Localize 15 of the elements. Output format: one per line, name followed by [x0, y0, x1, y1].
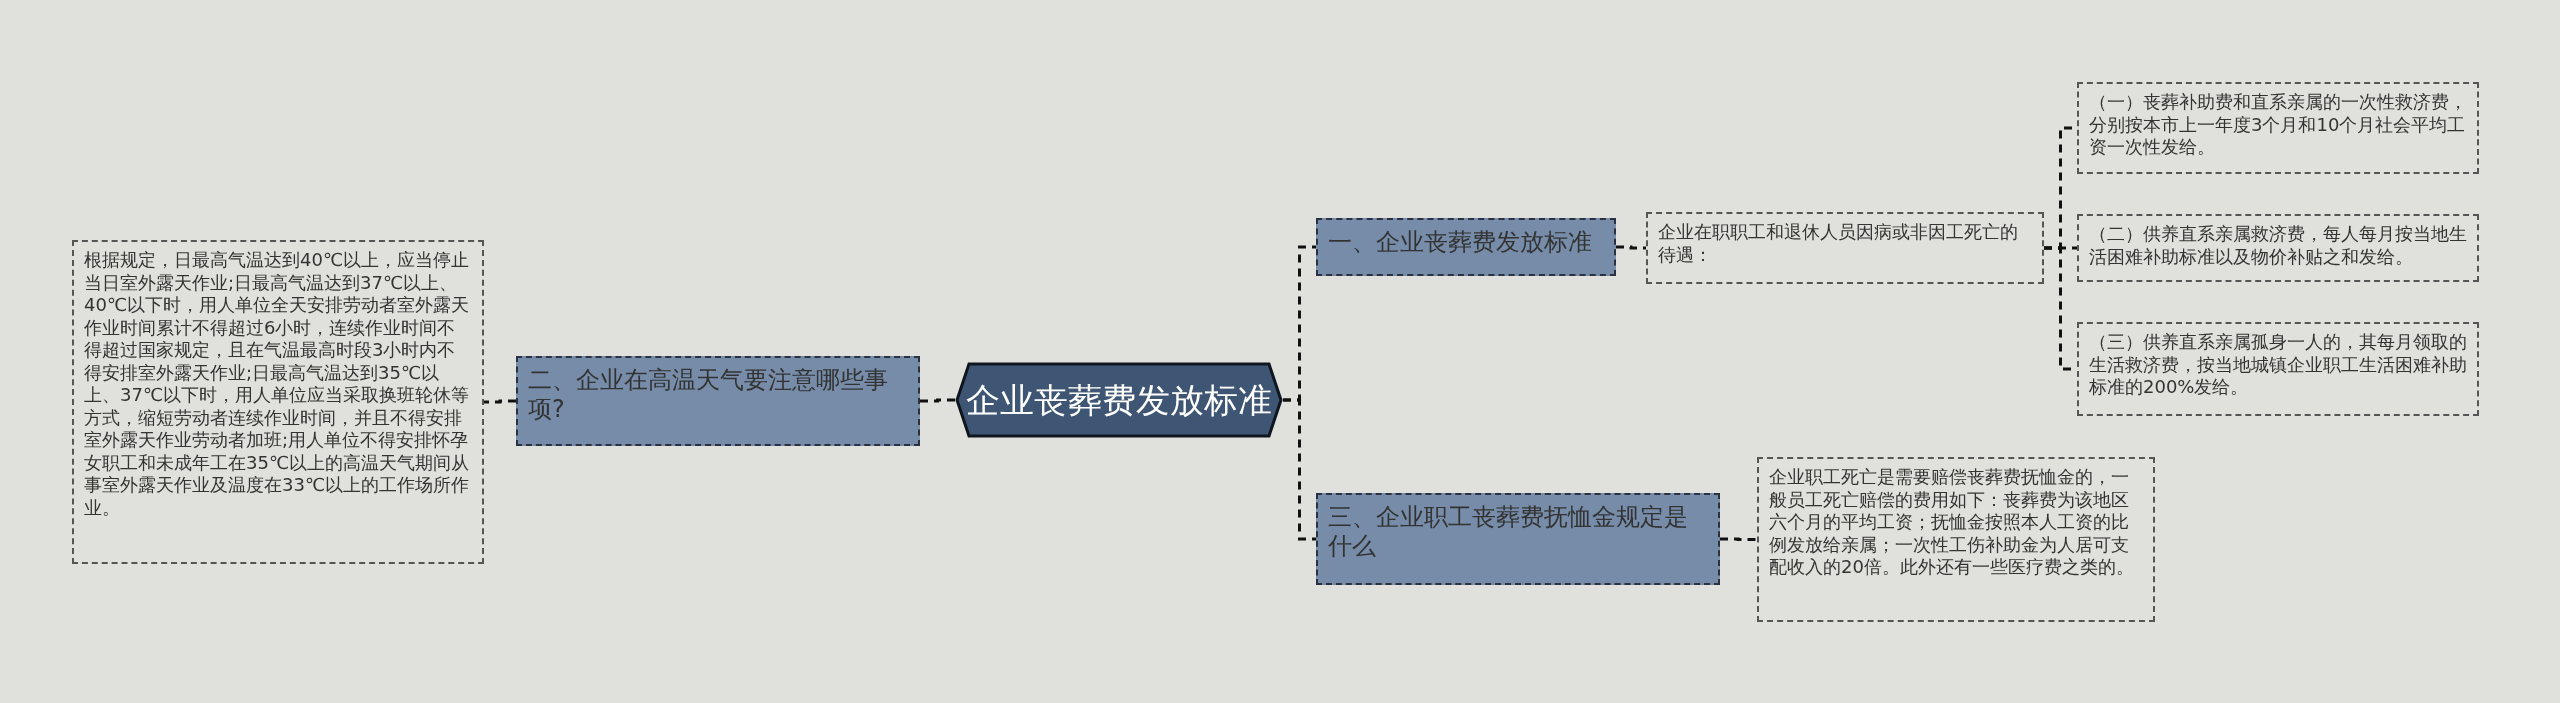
connector: [1616, 245, 1646, 250]
connector: [1720, 537, 1757, 541]
connector: [484, 399, 516, 404]
topic-box: 一、企业丧葬费发放标准: [1316, 218, 1616, 276]
text-box: （三）供养直系亲属孤身一人的，其每月领取的生活救济费，按当地城镇企业职工生活困难补助标准的200%发给。: [2077, 322, 2479, 416]
topic-box: 三、企业职工丧葬费抚恤金规定是什么: [1316, 493, 1720, 585]
text-box: 企业在职职工和退休人员因病或非因工死亡的待遇：: [1646, 212, 2044, 284]
text-box: 企业职工死亡是需要赔偿丧葬费抚恤金的，一般员工死亡赔偿的费用如下：丧葬费为该地区六个月的平均工资；抚恤金按照本人工资的比例发放给亲属；一次性工伤补助金为人居可支配收入的20倍。此外还有一些医疗费之类的。: [1757, 457, 2155, 622]
central-topic: 企业丧葬费发放标准: [955, 362, 1283, 438]
text-box: （一）丧葬补助费和直系亲属的一次性救济费，分别按本市上一年度3个月和10个月社会平均工资一次性发给。: [2077, 82, 2479, 174]
topic-box: 二、企业在高温天气要注意哪些事项?: [516, 356, 920, 446]
text-box: 根据规定，日最高气温达到40℃以上，应当停止当日室外露天作业;日最高气温达到37℃以上、40℃以下时，用人单位全天安排劳动者室外露天作业时间累计不得超过6小时，连续作业时间不得超过国家规定，且在气温最高时段3小时内不得安排室外露天作业;日最高气温达到35℃以上、37℃以下时，用人单位应当采取换班轮休等方式，缩短劳动者连续作业时间，并且不得安排室外露天作业劳动者加班;用人单位不得安排怀孕女职工和未成年工在35℃以上的高温天气期间从事室外露天作业及温度在33℃以上的工作场所作业。: [72, 240, 484, 564]
connector: [1283, 398, 1316, 541]
text-box: （二）供养直系亲属救济费，每人每月按当地生活困难补助标准以及物价补贴之和发给。: [2077, 214, 2479, 282]
connector: [920, 398, 955, 403]
